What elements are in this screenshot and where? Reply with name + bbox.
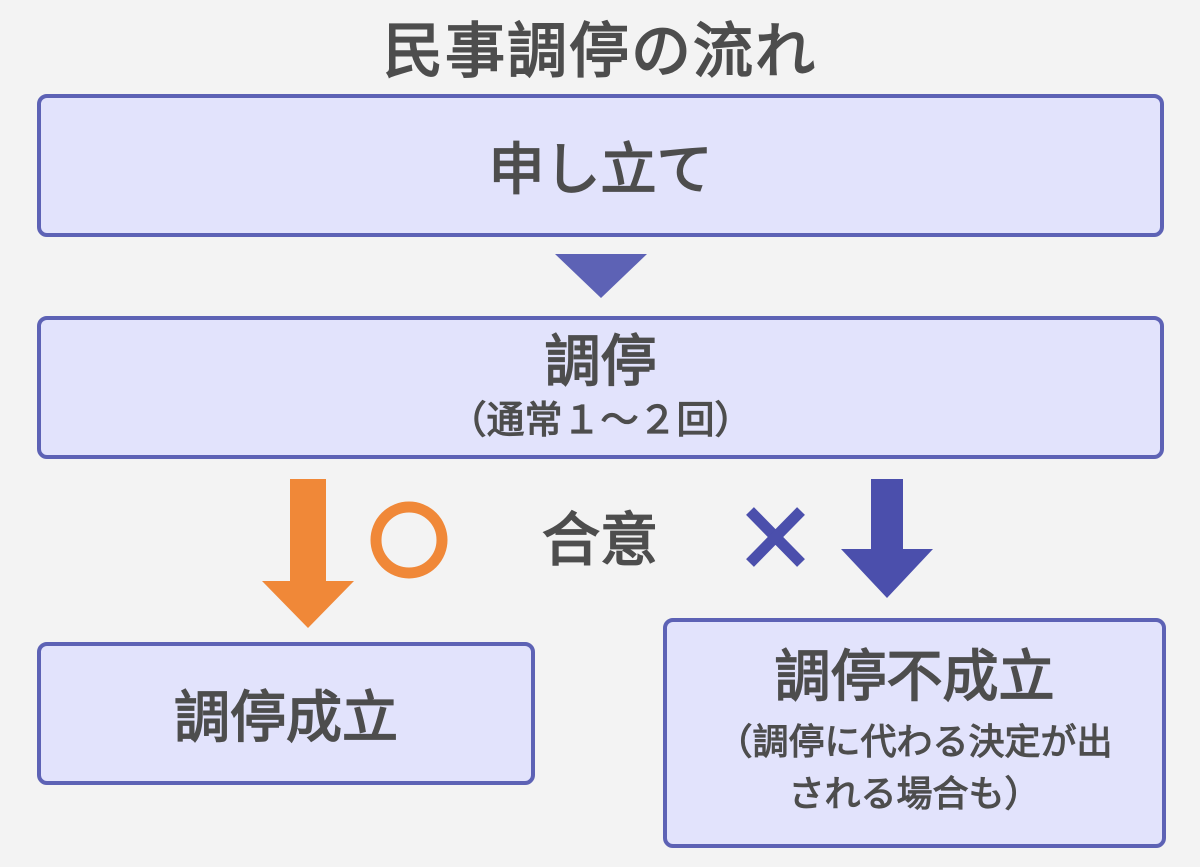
no-cross-icon bbox=[746, 507, 805, 567]
step-apply-box: 申し立て bbox=[37, 94, 1164, 237]
agreement-label: 合意 bbox=[541, 506, 658, 574]
down-triangle-icon bbox=[555, 254, 647, 298]
result-success-label: 調停成立 bbox=[174, 686, 398, 751]
step-mediation-label: 調停 bbox=[544, 329, 657, 395]
step-mediation-box: 調停 （通常１～２回） bbox=[37, 316, 1164, 459]
disagree-arrow-blue-icon bbox=[841, 479, 933, 598]
step-apply-label: 申し立て bbox=[488, 138, 713, 203]
result-failure-label: 調停不成立 bbox=[774, 645, 1055, 710]
agree-arrow-orange-icon bbox=[262, 479, 354, 628]
yes-circle-icon bbox=[370, 501, 448, 579]
result-success-box: 調停成立 bbox=[37, 642, 535, 785]
step-mediation-sub: （通常１～２回） bbox=[448, 397, 753, 442]
result-failure-sub: （調停に代わる決定が出される場合も） bbox=[716, 722, 1113, 815]
page-title: 民事調停の流れ bbox=[383, 17, 817, 87]
result-failure-box: 調停不成立 （調停に代わる決定が出される場合も） bbox=[663, 618, 1166, 848]
